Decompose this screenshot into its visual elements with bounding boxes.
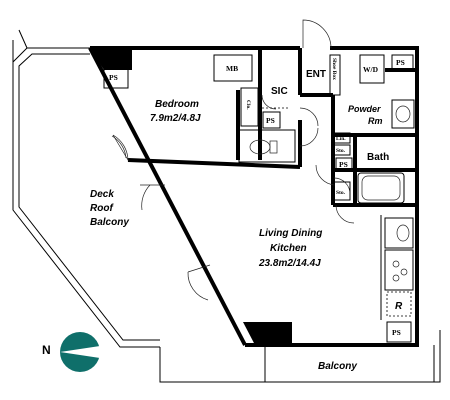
sic-label: SIC bbox=[271, 86, 288, 97]
ps-label-bath: PS bbox=[339, 160, 348, 169]
mb-label: MB bbox=[226, 64, 238, 73]
powder-label-line1: Powder bbox=[348, 104, 381, 114]
sto-box-2 bbox=[333, 181, 351, 201]
north-arrow-icon bbox=[60, 346, 100, 358]
living-size: 23.8m2/14.4J bbox=[258, 258, 321, 269]
toilet-tank bbox=[269, 140, 278, 154]
balcony-label: Balcony bbox=[318, 361, 357, 372]
sto-label-2: Sto. bbox=[336, 190, 346, 196]
washer-dryer-box bbox=[359, 54, 385, 84]
stove bbox=[384, 249, 414, 291]
living-name-line1: Living Dining bbox=[259, 228, 322, 239]
ps-label-sic: PS bbox=[266, 116, 275, 125]
toilet-room bbox=[238, 129, 296, 163]
refrigerator-label: R bbox=[395, 301, 403, 312]
ps-label-deck: PS bbox=[109, 73, 118, 82]
ps-box-deck bbox=[103, 63, 129, 89]
sto-box-1 bbox=[333, 144, 351, 156]
powder-sink bbox=[391, 99, 415, 129]
burner-icon bbox=[392, 260, 400, 268]
powder-label-line2: Rm bbox=[368, 116, 383, 126]
entrance-label: ENT bbox=[306, 69, 326, 80]
interior-walls bbox=[127, 48, 417, 207]
ps-label-balcony: PS bbox=[392, 328, 401, 337]
exterior-walls bbox=[88, 46, 419, 347]
lin-box bbox=[333, 132, 351, 144]
fixtures bbox=[103, 54, 415, 343]
sto-label-1: Sto. bbox=[336, 148, 346, 154]
bath-label: Bath bbox=[367, 152, 389, 163]
ps-box-balcony bbox=[386, 321, 412, 343]
clo-label: Clo. bbox=[245, 100, 251, 110]
burner-icon bbox=[392, 274, 400, 282]
deck-label-line1: Deck bbox=[90, 189, 114, 200]
living-name-line2: Kitchen bbox=[270, 243, 307, 254]
shoe-box-label: Shoe Box bbox=[331, 58, 337, 80]
balcony-outline bbox=[159, 330, 441, 383]
sink-icon bbox=[395, 105, 411, 123]
ps-label-top: PS bbox=[396, 58, 405, 67]
bedroom-name: Bedroom bbox=[155, 99, 199, 110]
kitchen-sink-basin bbox=[396, 224, 410, 242]
lin-label: Lin. bbox=[336, 136, 346, 142]
ps-box-sic bbox=[262, 111, 281, 129]
deck-label-line2: Roof bbox=[90, 203, 114, 214]
bathtub-inner bbox=[361, 175, 401, 201]
ps-box-bath bbox=[335, 157, 353, 171]
mb-box bbox=[213, 54, 253, 82]
compass: N bbox=[42, 332, 100, 372]
burner-icon bbox=[400, 268, 408, 276]
deck-outline bbox=[12, 29, 160, 348]
bedroom-size: 7.9m2/4.8J bbox=[150, 113, 201, 124]
closet-box bbox=[240, 87, 259, 127]
kitchen-sink bbox=[384, 217, 414, 249]
compass-north-label: N bbox=[42, 343, 51, 357]
refrigerator-box bbox=[386, 291, 412, 317]
ps-box-top bbox=[391, 54, 414, 71]
wd-label: W/D bbox=[363, 65, 379, 74]
deck-label-line3: Balcony bbox=[90, 217, 129, 228]
shoe-box bbox=[329, 54, 341, 96]
bathtub bbox=[357, 172, 405, 204]
